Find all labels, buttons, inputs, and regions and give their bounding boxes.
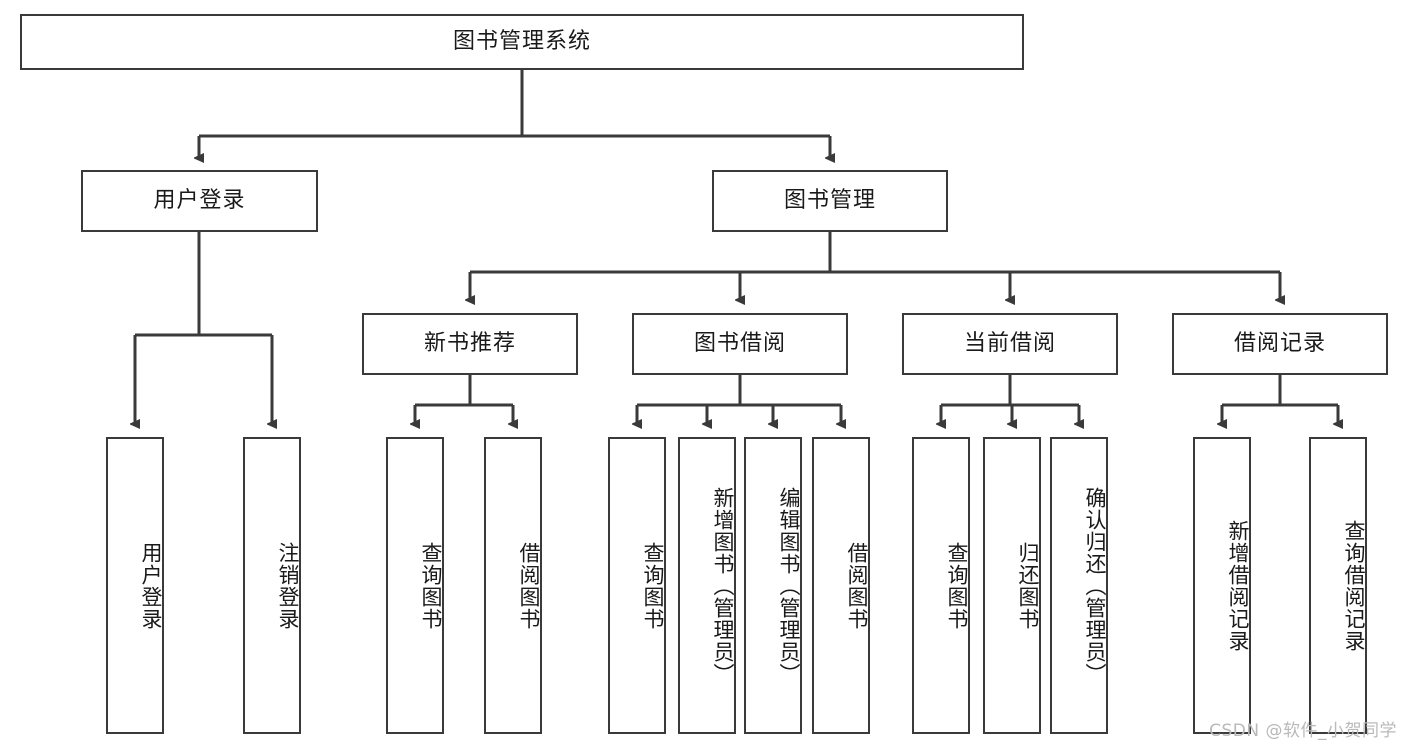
node-leaf-borrow-book-1-label: 借阅图书 <box>517 541 541 630</box>
node-leaf-query-book-3[interactable]: 查询图书 <box>912 437 970 734</box>
node-leaf-borrow-book-1[interactable]: 借阅图书 <box>484 437 542 734</box>
node-leaf-return-book-label: 归还图书 <box>1016 541 1040 630</box>
node-leaf-query-record[interactable]: 查询借阅记录 <box>1309 437 1367 734</box>
node-borrow-record-label: 借阅记录 <box>1233 331 1326 357</box>
node-leaf-query-record-label: 查询借阅记录 <box>1342 519 1366 652</box>
node-user-login-label: 用户登录 <box>153 188 246 214</box>
node-leaf-add-record[interactable]: 新增借阅记录 <box>1193 437 1251 734</box>
node-leaf-user-login[interactable]: 用户登录 <box>106 437 164 734</box>
node-current-borrow[interactable]: 当前借阅 <box>902 313 1118 375</box>
node-new-book-recommend-label: 新书推荐 <box>423 331 516 357</box>
node-leaf-edit-book-label: 编辑图书（管理员） <box>777 486 801 685</box>
node-leaf-borrow-book-2[interactable]: 借阅图书 <box>812 437 870 734</box>
node-leaf-logout[interactable]: 注销登录 <box>243 437 301 734</box>
node-leaf-logout-label: 注销登录 <box>276 541 300 630</box>
node-leaf-borrow-book-2-label: 借阅图书 <box>845 541 869 630</box>
node-leaf-query-book-3-label: 查询图书 <box>945 541 969 630</box>
node-leaf-return-book[interactable]: 归还图书 <box>983 437 1041 734</box>
node-leaf-query-book-2[interactable]: 查询图书 <box>608 437 666 734</box>
node-new-book-recommend[interactable]: 新书推荐 <box>362 313 578 375</box>
node-leaf-confirm-return[interactable]: 确认归还（管理员） <box>1050 437 1108 734</box>
node-book-manage-label: 图书管理 <box>783 188 876 214</box>
node-leaf-add-book[interactable]: 新增图书（管理员） <box>678 437 736 734</box>
node-leaf-query-book-1-label: 查询图书 <box>419 541 443 630</box>
node-book-manage[interactable]: 图书管理 <box>712 170 948 232</box>
node-leaf-confirm-return-label: 确认归还（管理员） <box>1083 486 1107 685</box>
node-leaf-add-book-label: 新增图书（管理员） <box>711 486 735 685</box>
node-root[interactable]: 图书管理系统 <box>20 14 1024 70</box>
node-borrow-record[interactable]: 借阅记录 <box>1172 313 1388 375</box>
node-user-login[interactable]: 用户登录 <box>81 170 318 232</box>
node-leaf-edit-book[interactable]: 编辑图书（管理员） <box>744 437 802 734</box>
node-leaf-add-record-label: 新增借阅记录 <box>1226 519 1250 652</box>
csdn-watermark: CSDN @软件_小贺同学 <box>1209 721 1397 741</box>
node-leaf-user-login-label: 用户登录 <box>139 541 163 630</box>
node-book-borrow[interactable]: 图书借阅 <box>632 313 848 375</box>
node-root-label: 图书管理系统 <box>452 29 591 55</box>
node-book-borrow-label: 图书借阅 <box>693 331 786 357</box>
node-leaf-query-book-2-label: 查询图书 <box>641 541 665 630</box>
node-current-borrow-label: 当前借阅 <box>963 331 1056 357</box>
node-leaf-query-book-1[interactable]: 查询图书 <box>386 437 444 734</box>
